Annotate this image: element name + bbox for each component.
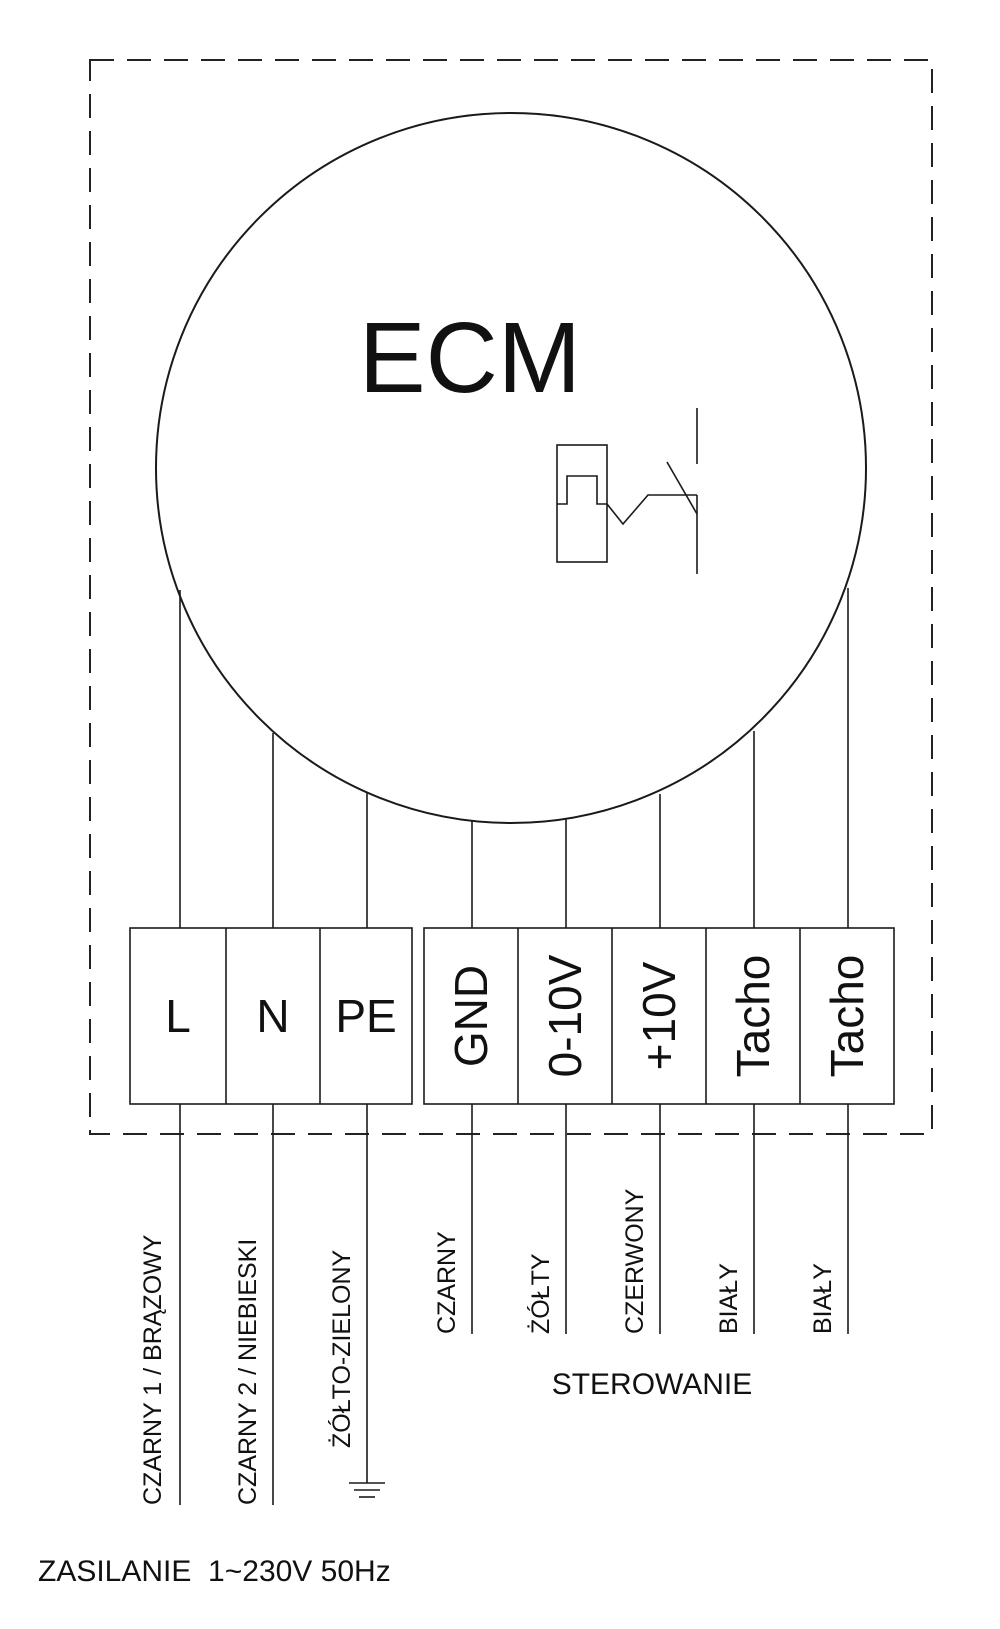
wire-label-pe: ŻÓŁTO-ZIELONY: [327, 1249, 356, 1448]
terminal-gnd: GND: [445, 965, 497, 1067]
wire-label-0-10v: ŻÓŁTY: [526, 1253, 555, 1334]
wire-label-n: CZARNY 2 / NIEBIESKI: [234, 1239, 262, 1505]
thermal-contact-icon: [556, 408, 698, 574]
terminal-0-10v: 0-10V: [539, 954, 591, 1077]
wire-label-gnd: CZARNY: [433, 1231, 461, 1334]
wire-label-plus-10v: CZERWONY: [621, 1188, 649, 1334]
power-supply-label: ZASILANIE 1~230V 50Hz: [38, 1555, 391, 1588]
motor-circle: [155, 112, 867, 824]
motor-label: ECM: [359, 302, 581, 414]
ground-symbol-icon: [349, 1482, 385, 1498]
terminal-n: N: [256, 990, 289, 1042]
terminal-tacho-1: Tacho: [727, 955, 779, 1078]
terminal-tacho-2: Tacho: [821, 955, 873, 1078]
terminal-l: L: [165, 990, 191, 1042]
control-terminal-block: [423, 927, 895, 1105]
wire-label-l: CZARNY 1 / BRĄZOWY: [139, 1234, 167, 1505]
terminal-pe: PE: [335, 990, 396, 1042]
wire-label-tacho-2: BIAŁY: [809, 1263, 837, 1334]
control-group-label: STEROWANIE: [552, 1368, 753, 1401]
motor-wires: [179, 588, 849, 928]
wire-label-tacho-1: BIAŁY: [715, 1263, 743, 1334]
power-terminal-block: [129, 927, 413, 1105]
device-enclosure: [89, 59, 933, 1135]
outgoing-wires: [179, 1104, 849, 1505]
terminal-plus-10v: +10V: [633, 961, 685, 1070]
